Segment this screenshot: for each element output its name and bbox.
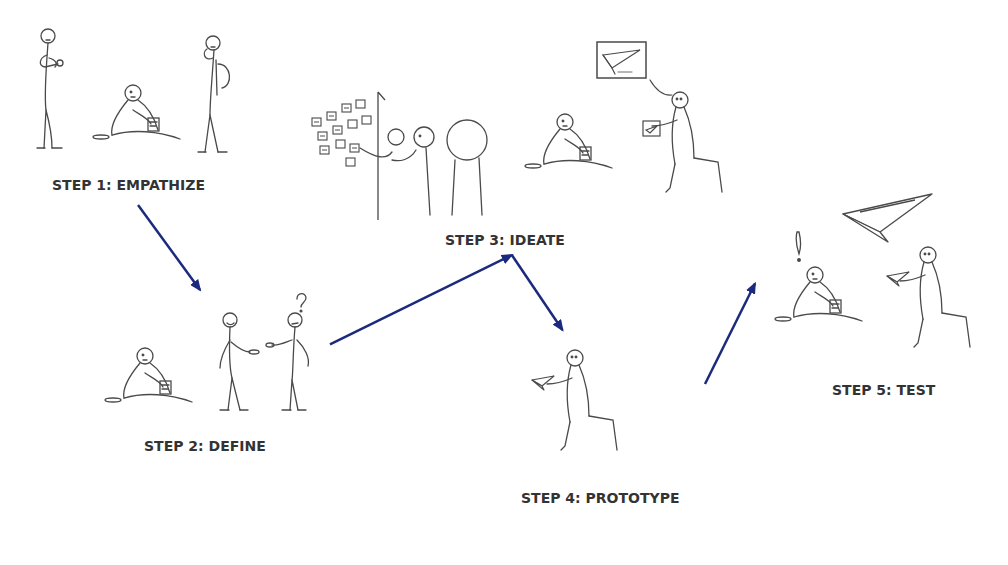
standing-person — [44, 110, 52, 148]
step-label: STEP 4: PROTOTYPE — [521, 490, 679, 506]
sticky-note-wall — [312, 92, 385, 220]
sticky-note-wall — [346, 158, 355, 166]
sitting-person — [93, 85, 180, 139]
step-group: STEP 2: DEFINE — [100, 290, 330, 460]
confused-person — [297, 294, 306, 307]
brainstorming-people — [388, 129, 404, 145]
sticky-note-wall — [362, 116, 371, 124]
exclamation-mark — [796, 232, 800, 261]
surprised-person — [775, 267, 862, 321]
step-group: STEP 1: EMPATHIZE — [40, 25, 230, 205]
brainstorming-people — [426, 148, 430, 215]
sketching-person — [652, 92, 722, 192]
flying-paper-plane — [843, 194, 932, 242]
thinking-person — [211, 46, 215, 47]
standing-person — [45, 43, 48, 110]
exclamation-mark — [796, 232, 800, 254]
brainstorming-people — [447, 120, 487, 160]
flow-arrow — [512, 255, 563, 330]
flying-paper-plane — [843, 194, 932, 232]
confused-person — [266, 343, 274, 347]
thinking-person — [218, 64, 229, 88]
talking-person — [223, 313, 237, 327]
standing-person — [57, 60, 63, 66]
brainstorming-people — [414, 127, 434, 147]
step-label: STEP 2: DEFINE — [144, 438, 266, 454]
sticky-note-wall — [336, 140, 345, 148]
flow-arrow — [705, 284, 755, 385]
talking-person — [220, 313, 259, 410]
talking-person — [220, 340, 230, 368]
confused-person — [288, 313, 302, 327]
thinking-person — [210, 50, 214, 115]
brainstorming-people — [452, 158, 482, 215]
confused-person — [297, 340, 308, 366]
talking-person — [227, 323, 234, 325]
thinking-person — [198, 36, 229, 152]
thinking-person — [216, 60, 217, 95]
idea-sketch — [603, 50, 640, 68]
brainstorming-people — [392, 150, 416, 161]
flying-paper-plane — [860, 200, 915, 212]
flow-arrow — [330, 255, 512, 344]
talking-person — [230, 327, 232, 378]
thinking-person — [204, 49, 213, 59]
standing-person — [37, 29, 63, 148]
step-group: STEP 5: TEST — [755, 180, 1000, 405]
step-label: STEP 3: IDEATE — [445, 232, 565, 248]
idea-sketch — [643, 121, 660, 136]
confused-person — [272, 340, 292, 345]
flow-arrow — [138, 205, 200, 290]
prototyping-person — [547, 350, 617, 450]
idea-sketch — [597, 42, 672, 136]
talking-person — [231, 342, 250, 352]
standing-person — [46, 39, 50, 40]
standing-person — [49, 58, 56, 67]
idea-sketch — [646, 126, 657, 133]
sitting-person — [525, 114, 612, 168]
brainstorming-people — [360, 148, 392, 157]
talking-person — [249, 350, 259, 354]
confused-person — [300, 310, 302, 312]
confused-person — [266, 294, 308, 410]
sticky-note-wall — [356, 100, 365, 108]
step-group: STEP 4: PROTOTYPE — [515, 330, 705, 510]
step-group: STEP 3: IDEATE — [300, 35, 745, 255]
testing-person — [900, 247, 970, 347]
idea-sketch — [650, 80, 672, 95]
paper-plane — [532, 376, 554, 390]
standing-person — [40, 55, 58, 67]
sticky-note-wall — [348, 120, 357, 128]
step-label: STEP 1: EMPATHIZE — [52, 177, 205, 193]
confused-person — [290, 380, 298, 410]
sitting-person — [105, 348, 192, 402]
talking-person — [220, 409, 248, 410]
confused-person — [282, 409, 306, 410]
talking-person — [228, 378, 240, 410]
confused-person — [292, 323, 298, 324]
paper-plane — [887, 272, 909, 286]
thinking-person — [206, 36, 220, 50]
standing-person — [41, 29, 55, 43]
brainstorming-people — [360, 120, 487, 215]
confused-person — [292, 327, 295, 380]
thinking-person — [198, 151, 227, 152]
idea-sketch — [618, 72, 632, 73]
exclamation-mark — [798, 259, 801, 262]
thinking-person — [205, 115, 218, 152]
sticky-note-wall — [314, 108, 357, 150]
step-label: STEP 5: TEST — [832, 382, 935, 398]
brainstorming-people — [419, 135, 421, 137]
flying-paper-plane — [843, 214, 888, 242]
standing-person — [37, 147, 62, 148]
idea-sketch — [603, 55, 615, 74]
idea-sketch — [597, 42, 646, 78]
